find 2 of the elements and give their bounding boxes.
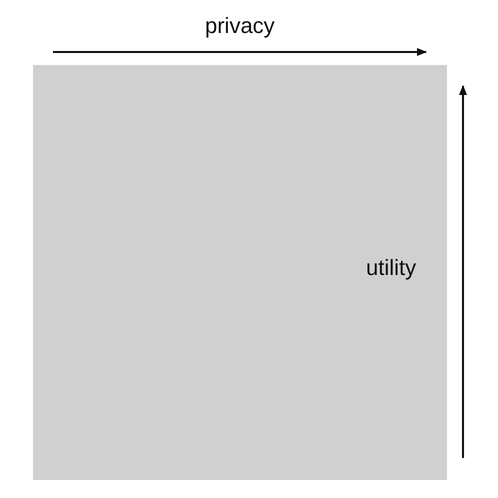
axis-title: utility (366, 255, 416, 281)
axis-title: privacy (205, 13, 275, 39)
